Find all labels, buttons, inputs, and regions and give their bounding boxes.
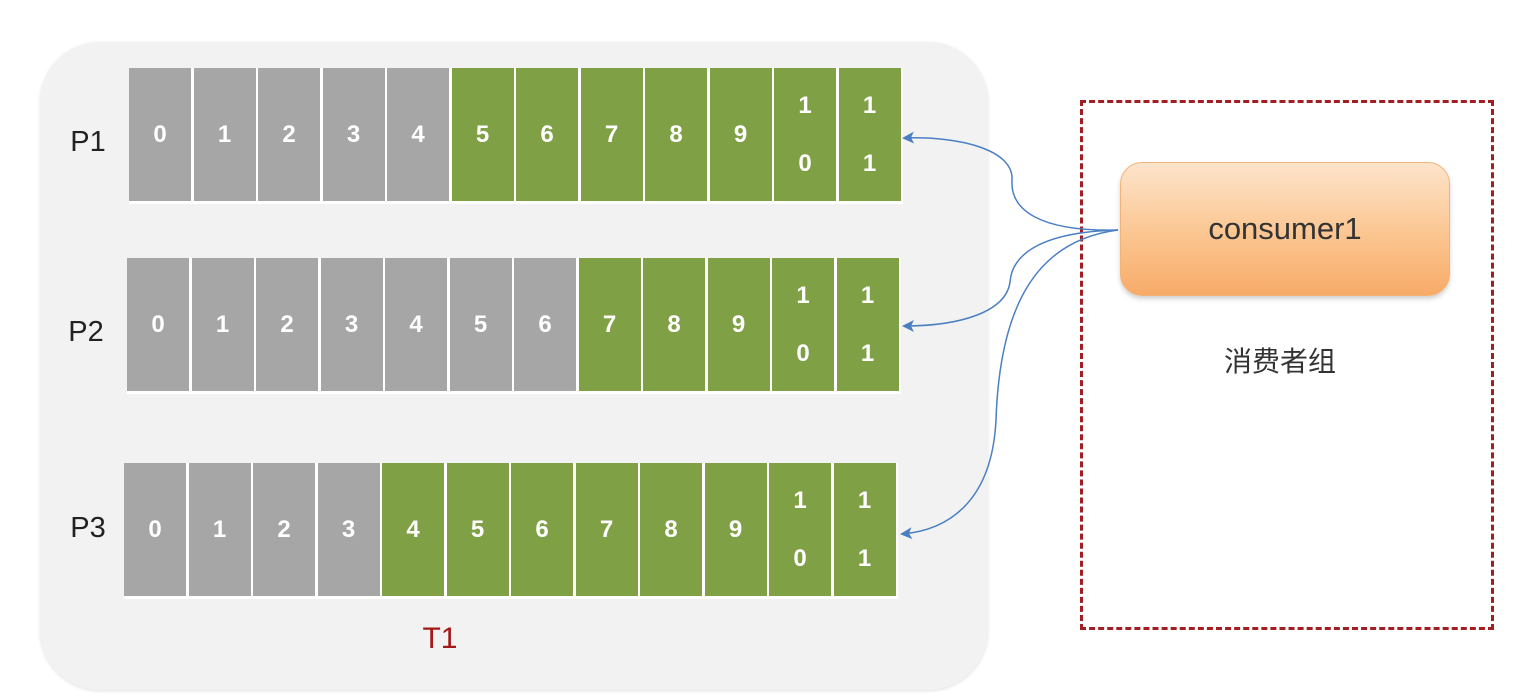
offset-cell: 5 — [451, 68, 514, 204]
offset-digit: 9 — [731, 310, 746, 338]
consumer-node: consumer1 — [1120, 162, 1450, 296]
offset-cell: 1 — [193, 68, 256, 204]
offset-digit: 6 — [538, 310, 552, 338]
offset-digit: 6 — [540, 120, 554, 148]
offset-digit: 3 — [344, 310, 359, 338]
offset-digit: 0 — [148, 515, 162, 543]
topic-label: T1 — [422, 622, 458, 655]
offset-cell: 1 — [191, 258, 254, 394]
offset-digit: 4 — [409, 310, 423, 338]
offset-digit: 8 — [669, 120, 683, 148]
offset-digit: 2 — [282, 120, 296, 148]
offset-cell: 0 — [127, 258, 189, 394]
offset-digit: 1 — [860, 281, 875, 309]
offset-digit: 1 — [857, 544, 872, 572]
offset-cell: 5 — [449, 258, 512, 394]
offset-cell: 8 — [645, 68, 707, 204]
offset-digit: 4 — [406, 515, 420, 543]
arrow-to-p1 — [902, 131, 1119, 231]
offset-digit: 1 — [862, 91, 877, 119]
offset-cell: 4 — [385, 258, 447, 394]
offset-digit: 1 — [857, 486, 872, 514]
partition-label-p2: P2 — [68, 316, 104, 348]
offset-digit: 6 — [535, 515, 549, 543]
offset-cell: 3 — [322, 68, 385, 204]
offset-cell: 9 — [704, 463, 767, 599]
partition-label-p1: P1 — [70, 126, 106, 158]
offset-cell: 4 — [382, 463, 444, 599]
consumer-group-label: 消费者组 — [1223, 346, 1336, 377]
offset-digit: 7 — [602, 310, 617, 338]
offset-cell: 5 — [446, 463, 509, 599]
arrow-to-p2 — [902, 229, 1119, 332]
offset-digit: 1 — [217, 120, 232, 148]
offset-cell: 4 — [387, 68, 449, 204]
consumer-group-box — [1080, 100, 1494, 630]
offset-digit: 0 — [796, 339, 810, 367]
offset-cell: 2 — [258, 68, 320, 204]
offset-digit: 8 — [667, 310, 681, 338]
offset-digit: 3 — [346, 120, 361, 148]
offset-cell: 7 — [580, 68, 643, 204]
offset-digit: 8 — [664, 515, 678, 543]
offset-digit: 0 — [151, 310, 165, 338]
offset-cell: 8 — [640, 463, 702, 599]
offset-digit: 5 — [475, 120, 490, 148]
arrow-to-p3 — [900, 229, 1119, 540]
offset-cell: 2 — [253, 463, 315, 599]
offset-digit: 1 — [860, 339, 875, 367]
offset-digit: 5 — [473, 310, 488, 338]
offset-digit: 1 — [215, 310, 230, 338]
offset-cell: 3 — [317, 463, 380, 599]
offset-cell: 2 — [256, 258, 318, 394]
offset-digit: 7 — [604, 120, 619, 148]
offset-cell: 9 — [707, 258, 770, 394]
offset-cell: 0 — [124, 463, 186, 599]
partition-label-p3: P3 — [70, 512, 106, 544]
offset-digit: 1 — [793, 486, 807, 514]
offset-digit: 9 — [733, 120, 748, 148]
offset-cell: 9 — [709, 68, 772, 204]
offset-digit: 1 — [862, 149, 877, 177]
offset-cell: 6 — [511, 463, 573, 599]
offset-cell: 7 — [578, 258, 641, 394]
offset-digit: 9 — [728, 515, 743, 543]
offset-cell: 6 — [514, 258, 576, 394]
offset-digit: 0 — [793, 544, 807, 572]
offset-cell: 1 — [188, 463, 251, 599]
offset-digit: 3 — [341, 515, 356, 543]
offset-cell: 6 — [516, 68, 578, 204]
offset-digit: 0 — [798, 149, 812, 177]
offset-digit: 0 — [153, 120, 167, 148]
offset-digit: 1 — [212, 515, 227, 543]
offset-digit: 7 — [599, 515, 614, 543]
offset-digit: 2 — [280, 310, 294, 338]
offset-digit: 1 — [796, 281, 810, 309]
offset-cell: 8 — [643, 258, 705, 394]
offset-digit: 4 — [411, 120, 425, 148]
offset-cell: 0 — [129, 68, 191, 204]
offset-digit: 5 — [470, 515, 485, 543]
offset-digit: 1 — [798, 91, 812, 119]
offset-digit: 2 — [277, 515, 291, 543]
offset-cell: 3 — [320, 258, 383, 394]
offset-cell: 7 — [575, 463, 638, 599]
